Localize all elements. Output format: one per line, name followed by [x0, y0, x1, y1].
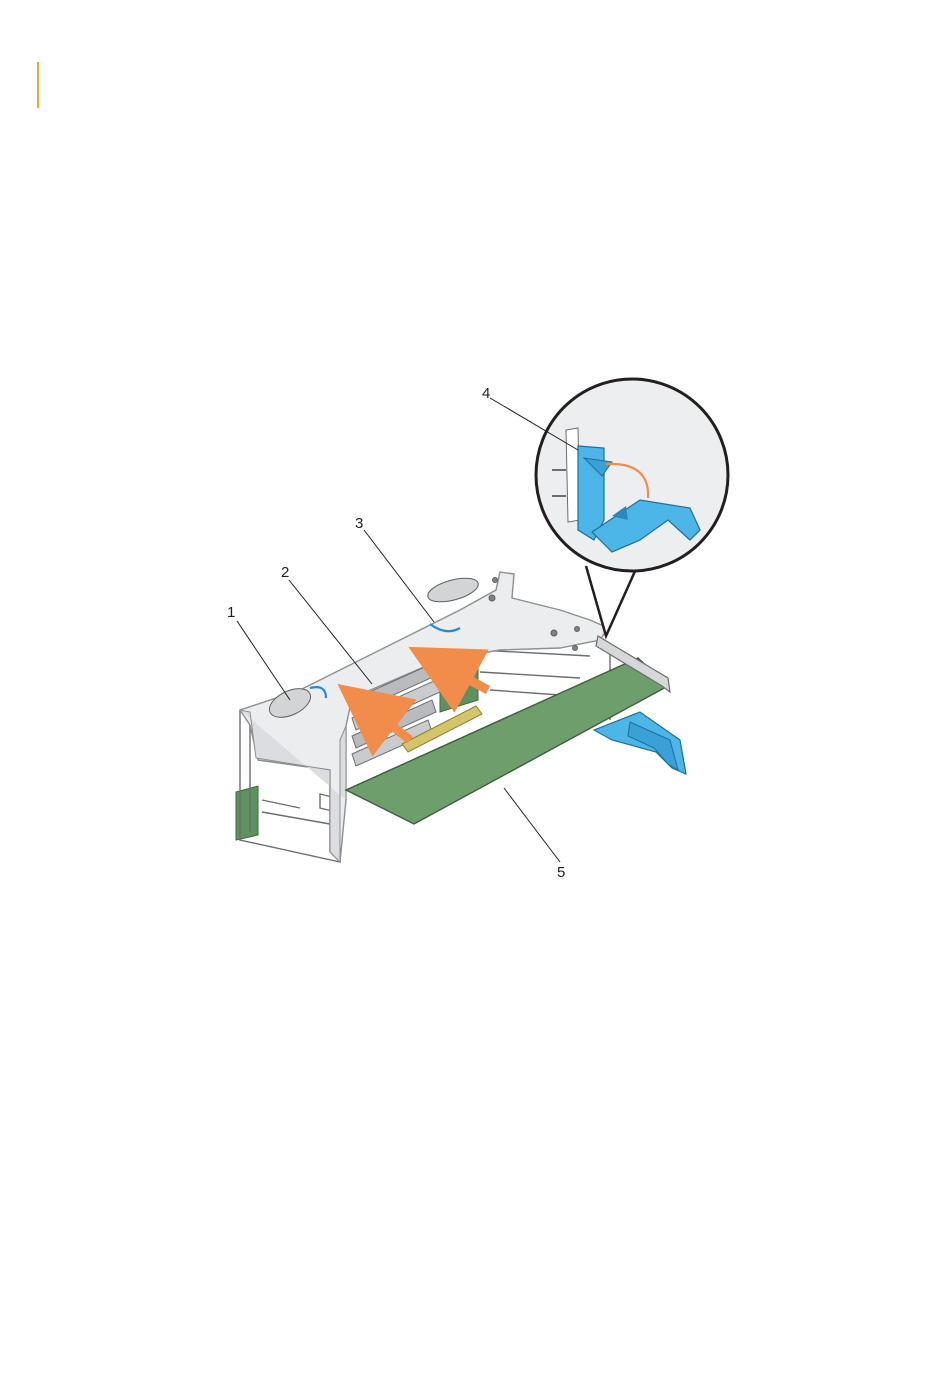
zoom-detail-circle	[536, 379, 728, 636]
callout-4-label: 4	[482, 385, 490, 402]
callout-2-label: 2	[281, 564, 289, 581]
callout-5-label: 5	[557, 864, 565, 881]
callout-3-label: 3	[355, 515, 363, 532]
callout-1-label: 1	[227, 604, 235, 621]
